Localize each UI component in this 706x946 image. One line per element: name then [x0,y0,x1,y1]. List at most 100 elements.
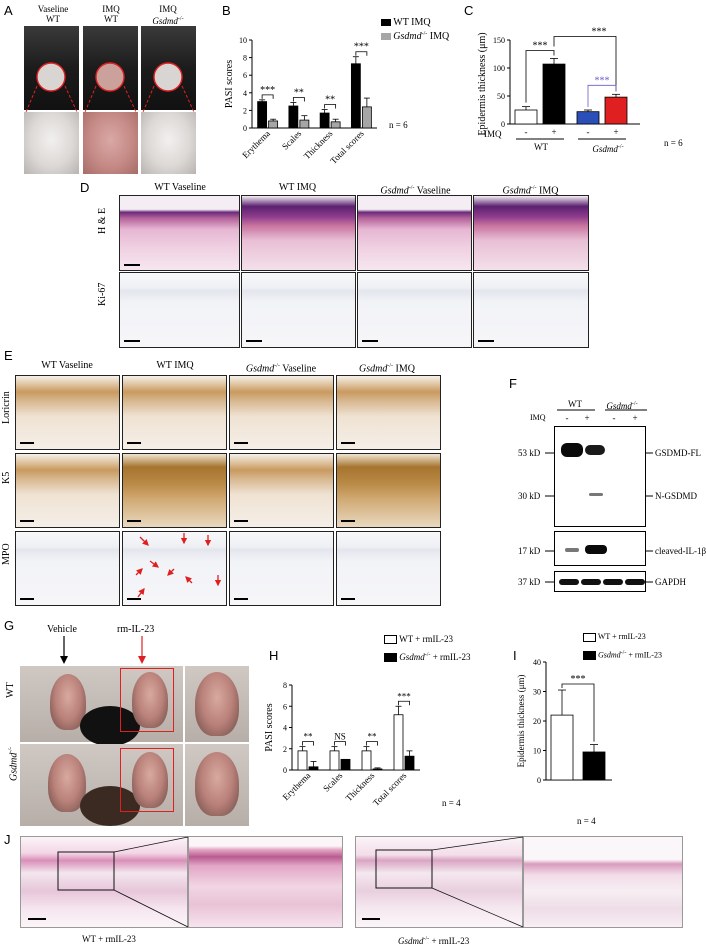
significance-label: ** [304,732,314,742]
bar [329,750,340,771]
ihc-mpo-wt-vaseline [15,531,120,606]
scale-bar-j2 [362,918,380,920]
y-tick-label: 2 [243,106,247,115]
significance-label: *** [397,691,411,701]
scale-bar-e1 [20,442,34,444]
panel-e-row-loricrin: Loricrin [1,391,12,424]
ihc-k5-ko-imq [336,453,441,528]
significance-label: ** [325,95,335,106]
panel-d-col-1: WT Vaseline [154,182,206,193]
ihc-mpo-ko-vaseline [229,531,334,606]
marker-37kd: 37 kD [518,577,541,587]
scale-bar-e9 [20,598,34,600]
imq-sign: + [613,127,618,137]
panel-d-row-he: H & E [97,207,108,234]
marker-17kd: 17 kD [518,546,541,556]
scale-bar-d1 [124,264,140,266]
band-gapdh: GAPDH [655,577,687,587]
bar [257,101,268,129]
panel-d-col-2: WT IMQ [278,182,317,193]
significance-bracket [324,104,337,109]
histology-he-ko-vaseline [357,195,472,271]
significance-bracket [261,94,274,99]
y-tick-label: 20 [533,717,541,726]
y-tick-label: 30 [533,688,541,697]
significance-bracket [561,683,595,742]
histology-ki67-ko-vaseline [357,272,472,348]
y-tick-label: 8 [243,54,247,63]
x-tick-label: Total scores [371,770,409,808]
skin-closeup-wt-imq [83,112,138,174]
panel-j-label-wt: WT + rmIL-23 [82,934,136,944]
panel-f-sign-3: - [612,413,616,423]
panel-label-c: C [464,3,474,18]
significance-label: ** [294,87,304,98]
panel-i-legend-1: WT + rmIL-23 [583,632,646,642]
panel-i-n: n = 4 [577,816,596,826]
panel-f-group-ko: Gsdmd-/- [606,401,638,411]
panel-label-e: E [4,348,13,363]
y-tick-label: 0 [283,766,287,775]
significance-bracket [334,741,346,746]
significance-label: *** [571,674,586,685]
histology-ki67-ko-imq [473,272,589,348]
panel-h-legend-2: Gsdmd-/- + rmIL-23 [384,650,471,663]
bar [361,750,372,771]
significance-label: *** [260,85,275,96]
panel-f-sign-4: + [632,413,638,423]
panel-label-g: G [4,618,15,633]
x-tick-label: Erythema [240,128,272,160]
y-tick-label: 2 [283,745,287,754]
panel-d-row-ki67: Ki-67 [97,282,108,306]
bar [288,105,299,129]
histology-j-ko-zoom [523,836,683,928]
western-blot-gsdmd [554,426,646,527]
scale-bar-d4 [362,340,378,342]
significance-bracket [553,36,617,92]
bar [308,766,319,771]
y-tick-label: 6 [243,71,247,80]
scale-bar-e11 [234,598,248,600]
bar [393,714,404,771]
x-tick-label: Total scores [328,128,366,166]
marker-ticks [545,452,554,583]
panel-j-label-ko: Gsdmd-/- + rmIL-23 [398,936,470,946]
y-tick-label: 10 [239,36,247,45]
scale-bar-j1 [28,918,46,920]
histology-j-wt-zoom [188,836,343,928]
panel-label-i: I [513,648,517,663]
y-axis-label: PASI scores [264,703,275,751]
significance-bracket [366,741,378,746]
scale-bar-e8 [341,520,355,522]
panel-label-j: J [4,832,11,847]
y-tick-label: 40 [533,658,541,667]
bar [550,714,574,781]
skin-closeup-wt-vaseline [24,112,79,174]
bar [268,120,279,129]
ihc-loricrin-ko-imq [336,375,441,450]
significance-label: *** [592,26,607,37]
panel-b-legend-2: Gsdmd-/- IMQ [381,29,449,42]
significance-bracket [525,50,555,103]
y-axis-label: Epidermis thickness (μm) [477,32,488,135]
marker-53kd: 53 kD [518,448,541,458]
imq-sign: - [587,127,590,137]
histology-ki67-wt-vaseline [119,272,240,348]
panel-f-sign-1: - [565,413,569,423]
significance-bracket [587,84,617,107]
imq-sign: - [525,127,528,137]
histology-he-wt-imq [241,195,356,271]
vehicle-label: Vehicle [47,624,77,635]
y-axis-label: PASI scores [224,60,235,108]
y-tick-label: 4 [283,724,287,733]
y-tick-label: 4 [243,89,247,98]
panel-e-col-2: WT IMQ [156,360,194,371]
x-tick-label: Erythema [281,770,313,802]
panel-b-legend-1: WT IMQ [381,17,431,28]
significance-label: *** [533,40,548,51]
panel-c-n: n = 6 [664,138,683,148]
